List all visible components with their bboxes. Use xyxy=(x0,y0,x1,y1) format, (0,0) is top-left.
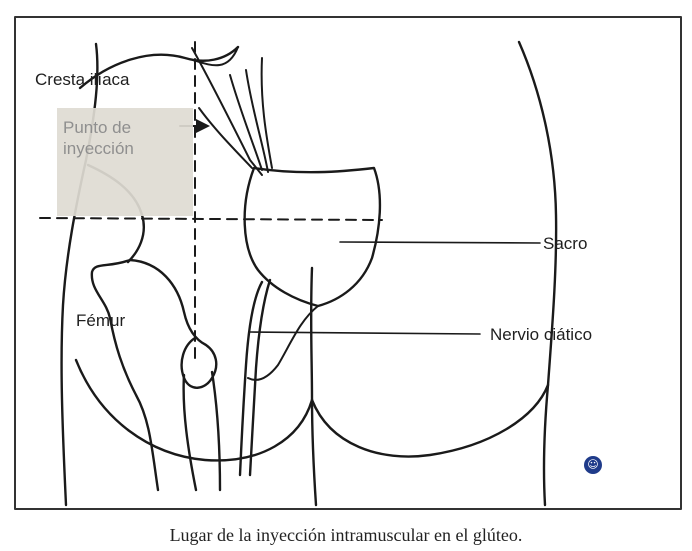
nerve-branch-3 xyxy=(229,74,263,171)
sciatic-nerve-left xyxy=(238,280,264,477)
femur-shaft-inner xyxy=(182,373,198,492)
left-body-outline xyxy=(60,42,99,507)
label-femur: Fémur xyxy=(76,311,126,330)
nerve-branch-5 xyxy=(260,57,273,169)
sciatic-nerve-branch xyxy=(247,305,319,381)
horizontal-quadrant-line xyxy=(39,217,383,221)
left-gluteal-curve xyxy=(74,358,314,462)
nerve-branch-1 xyxy=(191,47,263,176)
figure-caption: Lugar de la inyección intramuscular en e… xyxy=(169,525,523,545)
label-nervio-ciatico: Nervio ciático xyxy=(490,325,593,344)
label-cresta-iliaca: Cresta ilíaca xyxy=(35,70,130,89)
gluteal-cleft xyxy=(309,266,318,507)
label-punto-inyeccion: Punto de inyección xyxy=(63,117,134,159)
label-punto-line2: inyección xyxy=(63,139,134,158)
label-punto-line1: Punto de xyxy=(63,118,132,137)
sacro-leader-line xyxy=(339,241,541,244)
right-body-outline xyxy=(517,40,558,507)
label-sacro: Sacro xyxy=(543,234,588,253)
right-gluteal-curve xyxy=(310,383,550,458)
femur-outer xyxy=(90,258,160,492)
femur-head xyxy=(128,258,218,389)
nerve-branch-4 xyxy=(245,69,269,173)
sciatic-nerve-right xyxy=(248,278,272,477)
sacrum-outline xyxy=(243,166,382,308)
iliac-crest-inner xyxy=(192,46,239,67)
injection-arrow-icon xyxy=(196,119,210,133)
nervio-leader-line xyxy=(249,331,481,335)
femur-shaft-outer xyxy=(210,370,222,492)
diagram-frame xyxy=(14,16,682,510)
nerve-branch-2 xyxy=(198,107,253,169)
watermark-badge-icon: ☺ xyxy=(584,456,602,474)
iliac-crest-curve xyxy=(78,45,240,90)
injection-site-shaded-area xyxy=(57,108,193,216)
